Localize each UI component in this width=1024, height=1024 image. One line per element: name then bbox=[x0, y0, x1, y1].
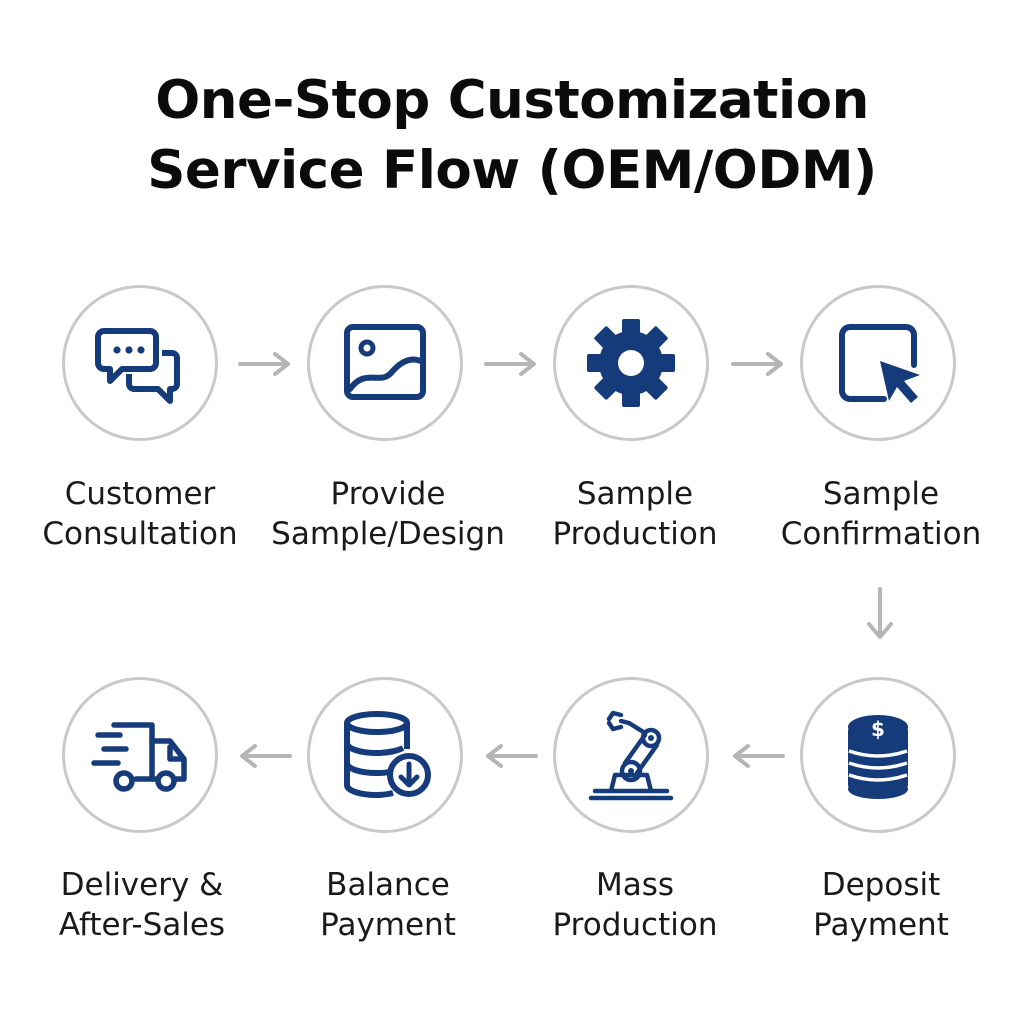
arrow-right-icon bbox=[730, 351, 786, 377]
step-balance-payment bbox=[307, 677, 463, 833]
step-delivery-after-sales bbox=[62, 677, 218, 833]
step-mass-production bbox=[553, 677, 709, 833]
svg-text:$: $ bbox=[871, 717, 885, 741]
arrow-down-icon bbox=[865, 586, 895, 642]
database-download-icon bbox=[344, 711, 431, 798]
robot-arm-icon bbox=[588, 710, 674, 801]
step-label-provide-sample-design: Provide Sample/Design bbox=[271, 476, 505, 552]
title-line-1: One-Stop Customization bbox=[155, 70, 869, 131]
image-icon bbox=[344, 324, 426, 400]
step-label-sample-production: Sample Production bbox=[552, 476, 718, 552]
chat-bubbles-icon bbox=[95, 328, 180, 404]
dollar-coins-icon: $ bbox=[848, 715, 908, 799]
step-label-delivery-after-sales: Delivery & After-Sales bbox=[58, 867, 226, 943]
step-label-deposit-payment: Deposit Payment bbox=[813, 867, 949, 943]
arrow-left-icon bbox=[237, 743, 293, 769]
step-sample-production bbox=[553, 285, 709, 441]
arrow-right-icon bbox=[483, 351, 539, 377]
step-sample-confirmation bbox=[800, 285, 956, 441]
page-title: One-Stop Customization Service Flow (OEM… bbox=[0, 66, 1024, 206]
arrow-left-icon bbox=[483, 743, 539, 769]
step-deposit-payment: $ bbox=[800, 677, 956, 833]
gear-icon bbox=[587, 319, 675, 407]
arrow-right-icon bbox=[237, 351, 293, 377]
arrow-left-icon bbox=[730, 743, 786, 769]
step-label-sample-confirmation: Sample Confirmation bbox=[780, 476, 982, 552]
title-line-2: Service Flow (OEM/ODM) bbox=[147, 140, 877, 201]
step-label-mass-production: Mass Production bbox=[552, 867, 718, 943]
step-provide-sample-design bbox=[307, 285, 463, 441]
delivery-truck-icon bbox=[91, 722, 187, 792]
step-label-customer-consultation: Customer Consultation bbox=[42, 476, 238, 552]
cursor-box-icon bbox=[839, 324, 920, 403]
step-customer-consultation bbox=[62, 285, 218, 441]
step-label-balance-payment: Balance Payment bbox=[320, 867, 456, 943]
